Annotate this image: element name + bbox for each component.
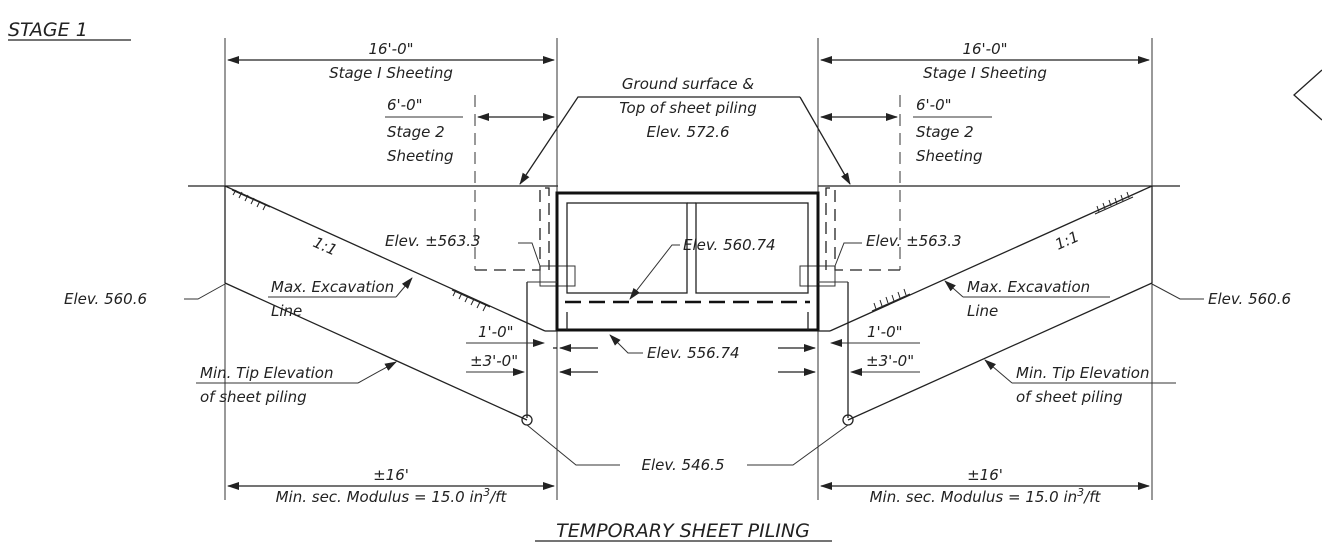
slope-label-right: 1:1 bbox=[1052, 227, 1081, 253]
stage1-dim-left: 16'-0" bbox=[368, 40, 413, 58]
max-exc-right-2: Line bbox=[967, 302, 998, 320]
elev-tip: Elev. 546.5 bbox=[641, 456, 724, 474]
offset-dim-left: ±3'-0" bbox=[470, 352, 518, 370]
slope-hatch-right-upper bbox=[1094, 191, 1134, 215]
min-tip-line-left bbox=[224, 282, 528, 421]
stage2-dim-left: 6'-0" bbox=[387, 96, 423, 114]
min-tip-right-1: Min. Tip Elevation bbox=[1016, 364, 1149, 382]
max-exc-right-1: Max. Excavation bbox=[967, 278, 1090, 296]
stage2-label-right-2: Sheeting bbox=[916, 147, 983, 165]
stage2-label-left-1: Stage 2 bbox=[387, 123, 445, 141]
min-tip-left-1: Min. Tip Elevation bbox=[200, 364, 333, 382]
elev-culvert-top: Elev. 560.74 bbox=[683, 236, 776, 254]
elev-bench-left: Elev. ±563.3 bbox=[385, 232, 481, 250]
ground-label-1: Ground surface & bbox=[622, 75, 754, 93]
elev-culvert-bottom: Elev. 556.74 bbox=[647, 344, 740, 362]
stage1-label-left: Stage I Sheeting bbox=[329, 64, 453, 82]
clear-dim-right: 1'-0" bbox=[867, 323, 903, 341]
bottom-dim-right: ±16' bbox=[967, 466, 1003, 484]
elev-tip-leader-left bbox=[526, 424, 620, 466]
elev-toe-left-leader bbox=[184, 283, 226, 300]
offset-dim-right: ±3'-0" bbox=[866, 352, 914, 370]
ground-leader-left bbox=[519, 96, 800, 185]
slope-hatch-left-lower bbox=[451, 289, 491, 312]
min-tip-right-2: of sheet piling bbox=[1016, 388, 1123, 406]
slope-hatch-right-lower bbox=[871, 288, 911, 312]
ground-label-3: Elev. 572.6 bbox=[646, 123, 729, 141]
max-exc-right-leader bbox=[944, 280, 964, 298]
elev-toe-left: Elev. 560.6 bbox=[64, 290, 147, 308]
excavation-line-left bbox=[224, 185, 546, 332]
min-tip-left-2: of sheet piling bbox=[200, 388, 307, 406]
min-tip-line-right bbox=[847, 282, 1153, 421]
max-exc-left-1: Max. Excavation bbox=[271, 278, 394, 296]
drawing-title: TEMPORARY SHEET PILING bbox=[556, 520, 810, 542]
slope-hatch-left-upper bbox=[231, 189, 271, 211]
elev-culvert-bottom-leader bbox=[609, 334, 643, 354]
modulus-left: Min. sec. Modulus = 15.0 in3/ft bbox=[276, 486, 508, 506]
max-exc-left-leader bbox=[395, 277, 413, 298]
stage2-label-right-1: Stage 2 bbox=[916, 123, 974, 141]
stage2-sheeting-right bbox=[825, 187, 900, 271]
clear-dim-left: 1'-0" bbox=[478, 323, 514, 341]
elev-toe-right-leader bbox=[1151, 283, 1204, 300]
max-exc-left-2: Line bbox=[271, 302, 302, 320]
stage2-sheeting-left bbox=[475, 187, 550, 271]
culvert-cell-left bbox=[566, 202, 688, 294]
elev-toe-right: Elev. 560.6 bbox=[1208, 290, 1291, 308]
stage1-dim-right: 16'-0" bbox=[962, 40, 1007, 58]
stage2-label-left-2: Sheeting bbox=[387, 147, 454, 165]
elev-bench-left-leader bbox=[518, 242, 541, 267]
elev-bench-right-leader bbox=[834, 242, 862, 267]
stage-title: STAGE 1 bbox=[8, 19, 88, 41]
bottom-dim-left: ±16' bbox=[373, 466, 409, 484]
min-tip-right-leader bbox=[984, 359, 1013, 384]
modulus-right: Min. sec. Modulus = 15.0 in3/ft bbox=[870, 486, 1102, 506]
ground-leader-right bbox=[799, 96, 851, 185]
edge-bracket bbox=[1293, 69, 1322, 121]
min-tip-left-leader bbox=[357, 361, 397, 384]
elev-bench-right: Elev. ±563.3 bbox=[866, 232, 962, 250]
culvert-cell-right bbox=[695, 202, 809, 294]
slope-label-left: 1:1 bbox=[310, 233, 339, 259]
stage1-label-right: Stage I Sheeting bbox=[923, 64, 1047, 82]
elev-culvert-top-leader bbox=[629, 244, 680, 300]
stage2-dim-right: 6'-0" bbox=[916, 96, 952, 114]
culvert-outer bbox=[555, 191, 820, 332]
elev-tip-leader-right bbox=[747, 424, 849, 466]
ground-label-2: Top of sheet piling bbox=[619, 99, 756, 117]
